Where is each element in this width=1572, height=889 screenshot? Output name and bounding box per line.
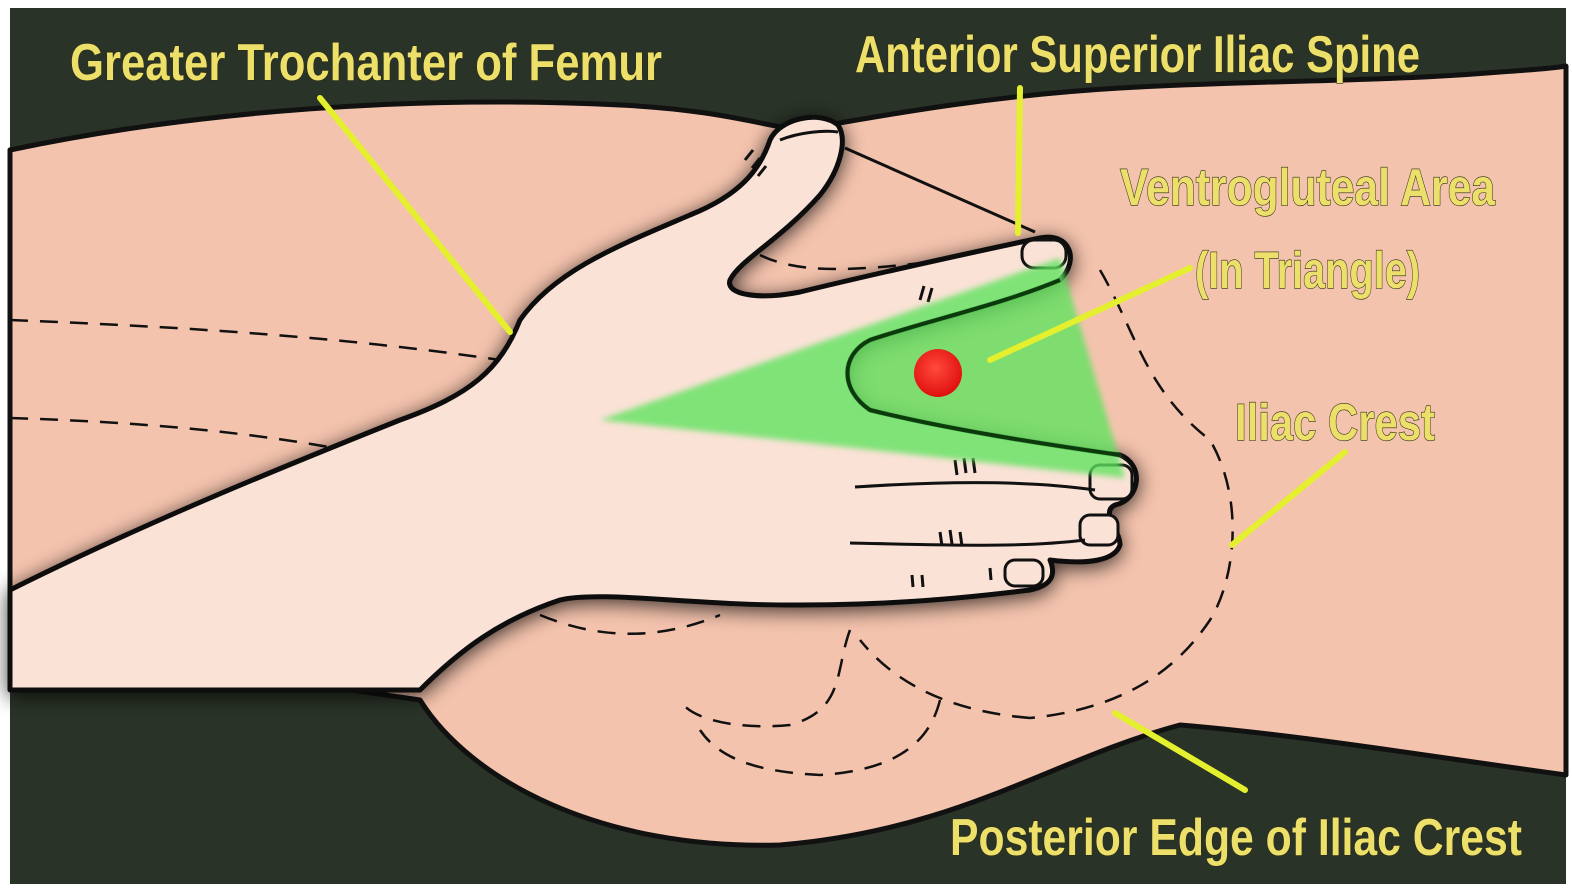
label-ventrogluteal-area: Ventrogluteal Area [1120, 159, 1496, 217]
label-greater-trochanter: Greater Trochanter of Femur [70, 34, 662, 92]
injection-site-dot [914, 349, 962, 397]
label-posterior-edge: Posterior Edge of Iliac Crest [950, 809, 1522, 867]
pointer-asis [1018, 88, 1020, 233]
label-ventrogluteal-triangle: (In Triangle) [1195, 242, 1420, 300]
label-iliac-crest: Iliac Crest [1235, 394, 1435, 452]
label-asis: Anterior Superior Iliac Spine [855, 26, 1420, 84]
